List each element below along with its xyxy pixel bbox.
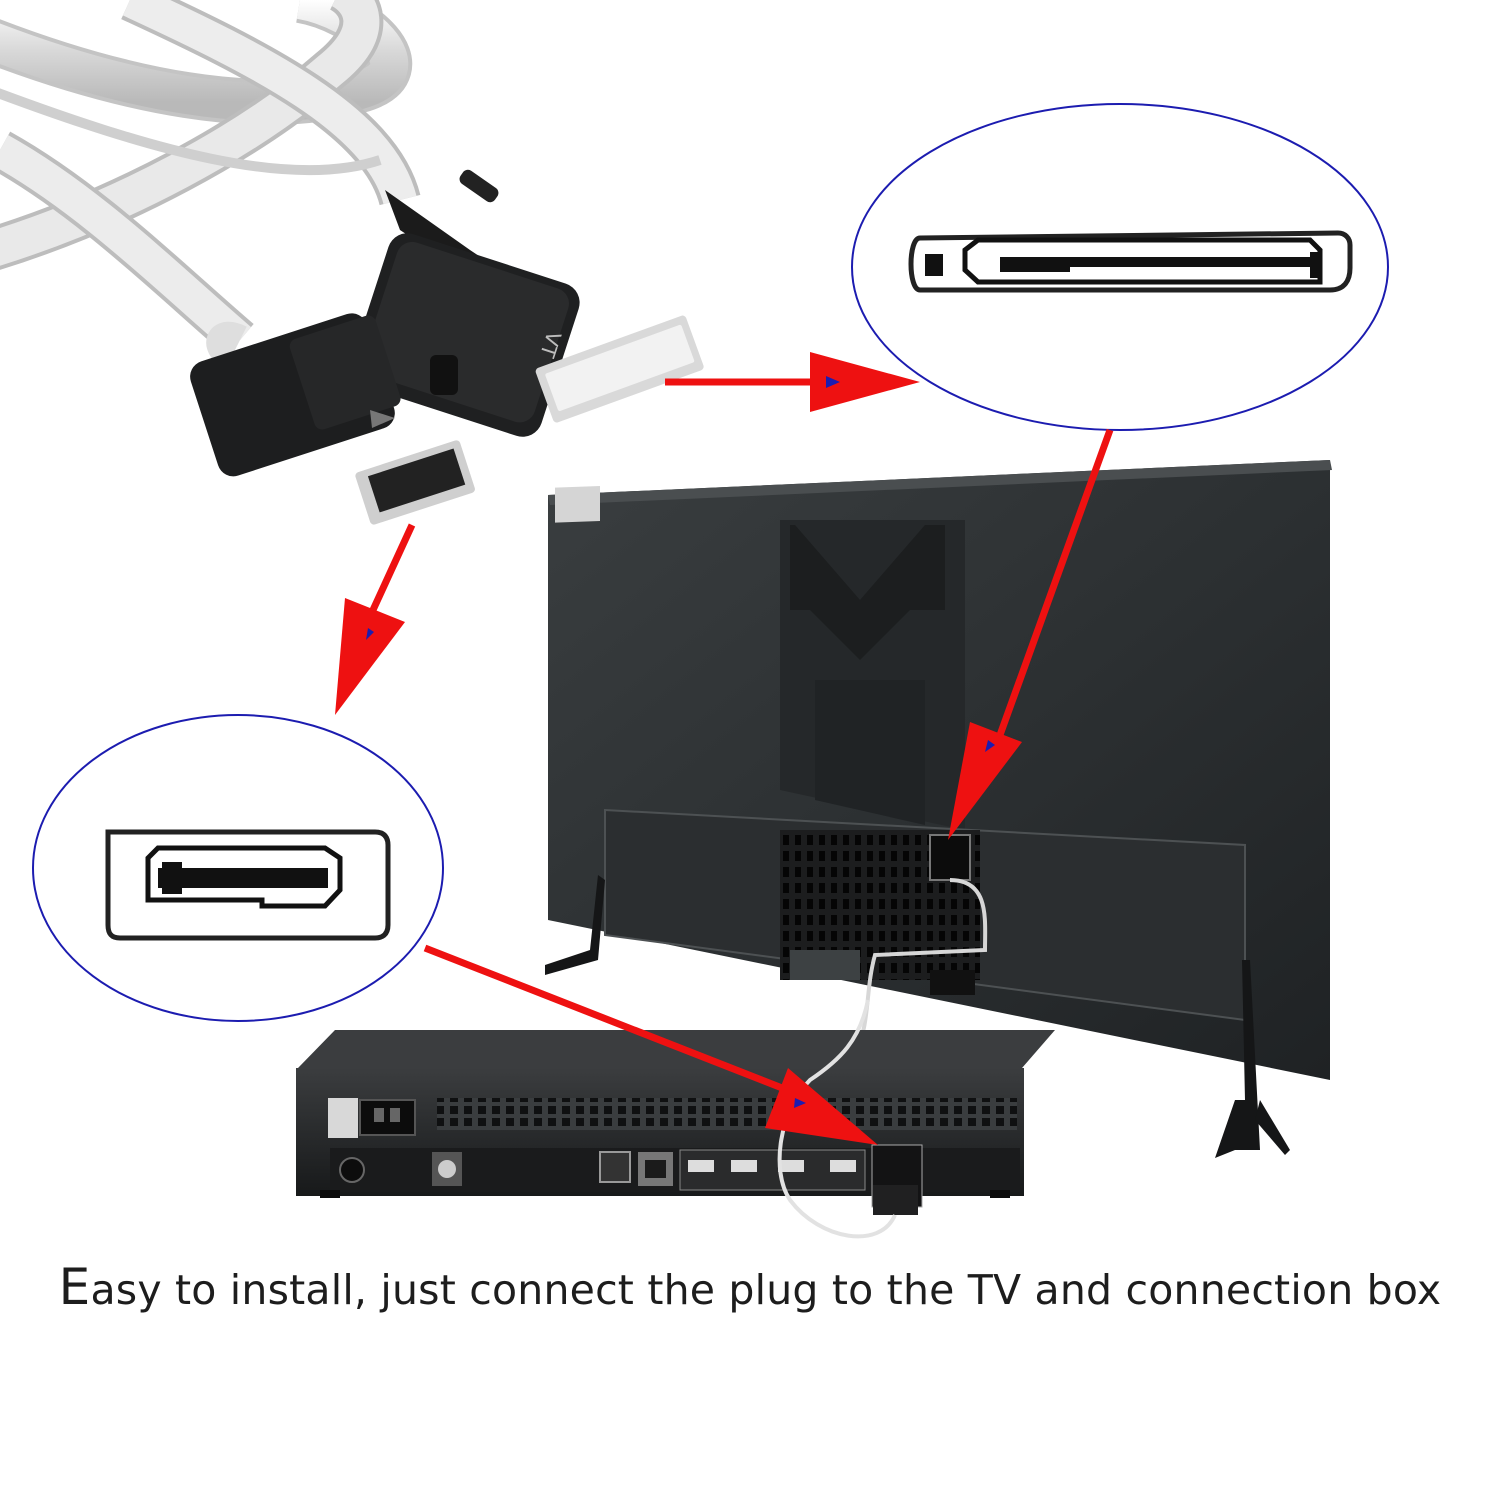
- tv-port-callout: [851, 103, 1389, 431]
- connection-box: [296, 999, 1055, 1239]
- install-caption: Easy to install, just connect the plug t…: [0, 1258, 1500, 1316]
- tv-rear: [545, 460, 1332, 1158]
- arrow-callout-to-box-port: [423, 944, 878, 1145]
- box-port-callout: [32, 714, 444, 1022]
- one-connect-plug: VT: [350, 169, 704, 437]
- caption-text: asy to install, just connect the plug to…: [90, 1266, 1442, 1314]
- display-plug: [190, 313, 475, 525]
- arrow-callout-to-tv-port: [948, 428, 1114, 840]
- arrow-plug-to-tv-callout: [665, 352, 920, 412]
- coiled-cable: [0, 0, 421, 356]
- arrow-plug-to-box-callout: [335, 523, 416, 715]
- caption-initial: E: [58, 1258, 91, 1316]
